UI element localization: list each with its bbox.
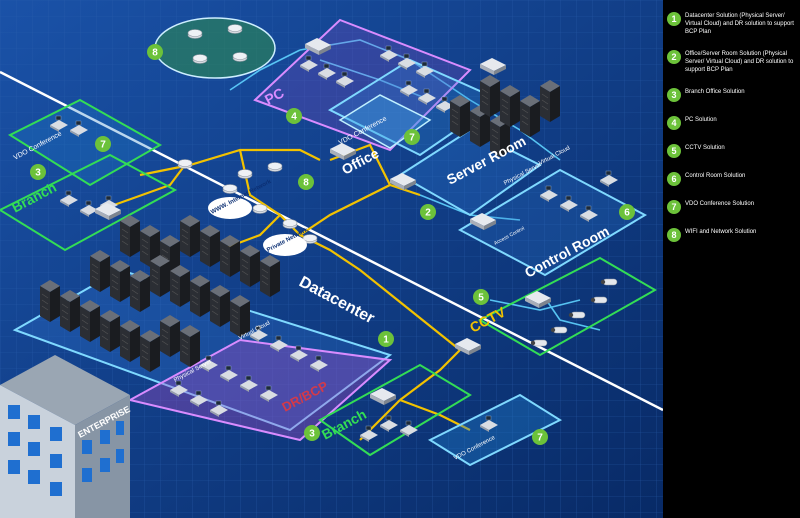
legend-item: 1 Datacenter Solution (Physical Server/ V…: [667, 12, 797, 36]
svg-text:6: 6: [624, 208, 630, 219]
legend-item: 6 Control Room Solution: [667, 172, 797, 186]
badge-server-room: [420, 204, 436, 220]
badge-vdo-branch-top: [95, 136, 111, 152]
svg-text:4: 4: [291, 112, 297, 123]
badge-branch-top: [30, 164, 46, 180]
badge-wifi-core: [298, 174, 314, 190]
internet-cloud: [208, 197, 252, 219]
badge-pc: [286, 108, 302, 124]
branch-bottom-zone: Branch VDO Conference 3 7: [304, 363, 563, 467]
legend-text: WIFI and Network Solution: [685, 229, 757, 235]
svg-text:3: 3: [35, 168, 41, 179]
legend-badge: 4: [667, 116, 681, 130]
network-scene: 8 PC 4 Office VDO Conference 7 Server Ro…: [0, 0, 663, 518]
legend-badge: 1: [667, 12, 681, 26]
office-zone: PC 4 Office VDO Conference 7: [253, 18, 506, 178]
legend-text: CCTV Solution: [685, 145, 725, 151]
legend-badge: 8: [667, 228, 681, 242]
legend-badge: 2: [667, 50, 681, 64]
legend-text: Branch Office Solution: [685, 89, 745, 95]
svg-text:5: 5: [478, 293, 484, 304]
legend-badge: 7: [667, 200, 681, 214]
badge-branch-bottom: [304, 425, 320, 441]
legend-item: 8 WIFI and Network Solution: [667, 228, 797, 242]
boundary-line: [0, 70, 663, 412]
svg-text:2: 2: [425, 208, 431, 219]
svg-text:7: 7: [537, 433, 543, 444]
badge-wifi: [147, 44, 163, 60]
legend-badge: 5: [667, 144, 681, 158]
legend-badge: 6: [667, 172, 681, 186]
badge-vdo-branch-bottom: [532, 429, 548, 445]
legend-item: 5 CCTV Solution: [667, 144, 797, 158]
private-network-cloud: [263, 234, 307, 256]
svg-text:3: 3: [309, 429, 315, 440]
legend-item: 4 PC Solution: [667, 116, 797, 130]
legend-item: 7 VDO Conference Solution: [667, 200, 797, 214]
badge-cctv: [473, 289, 489, 305]
svg-text:1: 1: [383, 335, 389, 346]
legend-item: 3 Branch Office Solution: [667, 88, 797, 102]
badge-datacenter: [378, 331, 394, 347]
badge-vdo-office: [404, 129, 420, 145]
svg-text:7: 7: [100, 140, 106, 151]
legend-text: PC Solution: [685, 117, 717, 123]
enterprise-building: ENTERPRISE: [0, 355, 132, 518]
legend-text: Office/Server Room Solution (Physical Se…: [685, 51, 794, 73]
legend-panel: 1 Datacenter Solution (Physical Server/ V…: [663, 0, 800, 518]
svg-text:8: 8: [152, 48, 158, 59]
legend-text: Control Room Solution: [685, 173, 746, 179]
wifi-zone: 8: [147, 17, 276, 79]
legend-text: Datacenter Solution (Physical Server/ Vi…: [685, 13, 794, 35]
legend-text: VDO Conference Solution: [685, 201, 755, 207]
svg-text:7: 7: [409, 133, 415, 144]
legend-badge: 3: [667, 88, 681, 102]
badge-control-room: [619, 204, 635, 220]
svg-text:8: 8: [303, 178, 309, 189]
legend-item: 2 Office/Server Room Solution (Physical S…: [667, 50, 797, 74]
